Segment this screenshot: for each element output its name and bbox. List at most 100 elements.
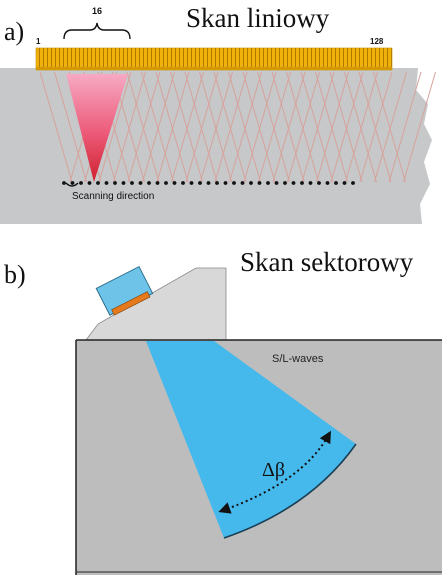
active-beam xyxy=(66,74,128,182)
focal-point xyxy=(104,181,109,185)
focal-point xyxy=(121,181,126,185)
ray-line xyxy=(242,71,276,183)
ray-line xyxy=(156,71,190,183)
focal-point xyxy=(113,181,117,185)
focal-point xyxy=(189,181,194,185)
ray-line xyxy=(300,71,334,183)
ray-line xyxy=(359,71,393,183)
focal-point xyxy=(283,181,287,185)
ray-line xyxy=(155,71,189,183)
ray-line xyxy=(200,71,233,183)
focal-point xyxy=(70,181,75,185)
ray-line xyxy=(199,71,232,183)
focal-point xyxy=(300,181,304,185)
ray-line xyxy=(344,71,377,183)
ray-line xyxy=(228,71,261,183)
focal-point xyxy=(96,181,100,185)
focal-point xyxy=(79,181,83,185)
ray-line xyxy=(258,71,291,183)
ray-line xyxy=(286,71,319,183)
ray-line xyxy=(113,71,146,183)
ray-line xyxy=(345,71,378,183)
focal-point xyxy=(62,181,66,185)
focal-point xyxy=(138,181,143,185)
focal-point xyxy=(87,181,92,185)
aperture-brace xyxy=(63,22,131,40)
ray-line xyxy=(54,71,87,183)
focal-point xyxy=(206,181,211,185)
ray-line xyxy=(184,71,218,183)
panel-b-title: Skan sektorowy xyxy=(240,247,414,277)
focal-point xyxy=(223,181,228,185)
ray-line xyxy=(142,71,175,183)
ray-line xyxy=(287,71,320,183)
ray-line xyxy=(126,71,160,183)
ray-line xyxy=(373,71,406,183)
ray-line xyxy=(39,71,73,183)
sector-probe xyxy=(95,265,154,316)
ray-line xyxy=(330,71,364,183)
panel-a-title: Skan liniowy xyxy=(186,3,330,33)
ray-line xyxy=(272,71,306,183)
angle-range-label: Δβ xyxy=(262,459,285,481)
array-base xyxy=(36,67,392,70)
element-first-label: 1 xyxy=(36,37,41,46)
ray-line xyxy=(358,71,392,183)
ray-line xyxy=(316,71,349,183)
ray-line xyxy=(127,71,161,183)
ray-line xyxy=(301,71,335,183)
ray-line xyxy=(98,71,132,183)
panel-b: b) Skan sektorowy S/L-waves Δβ xyxy=(4,247,442,575)
focal-point xyxy=(155,181,160,185)
linear-array-transducer xyxy=(35,47,393,71)
focal-point xyxy=(232,181,236,185)
ray-line xyxy=(329,71,363,183)
ray-line xyxy=(229,71,262,183)
ray-line xyxy=(271,71,305,183)
focal-point xyxy=(351,181,355,185)
aperture-count-label: 16 xyxy=(92,6,102,16)
wave-type-label: S/L-waves xyxy=(272,353,324,365)
focal-point xyxy=(198,181,202,185)
scan-direction-label: Scanning direction xyxy=(72,191,154,202)
focal-points-row xyxy=(62,181,355,185)
focal-point xyxy=(334,181,338,185)
ray-line xyxy=(374,71,407,183)
ray-line xyxy=(257,71,290,183)
focal-point xyxy=(308,181,313,185)
ray-line xyxy=(170,71,203,183)
focal-point xyxy=(266,181,270,185)
ray-line xyxy=(315,71,348,183)
ray-line xyxy=(171,71,204,183)
ray-line xyxy=(388,71,422,183)
ray-line xyxy=(141,71,174,183)
probe-elements xyxy=(111,291,151,316)
focal-point xyxy=(147,181,151,185)
focal-point xyxy=(342,181,347,185)
panel-a-label: a) xyxy=(4,17,24,46)
scan-direction-mark xyxy=(65,182,79,187)
panel-b-label: b) xyxy=(4,260,26,289)
ray-line xyxy=(243,71,277,183)
ray-lines xyxy=(39,71,436,183)
ray-line xyxy=(213,71,247,183)
ray-line xyxy=(403,71,436,183)
focal-point xyxy=(172,181,177,185)
focal-point xyxy=(257,181,262,185)
focal-point xyxy=(164,181,168,185)
focal-point xyxy=(274,181,279,185)
specimen-block xyxy=(0,68,432,224)
focal-point xyxy=(215,181,219,185)
focal-point xyxy=(317,181,321,185)
panel-a: a) Skan liniowy 16 1 128 Scanning direct… xyxy=(0,3,436,224)
focal-point xyxy=(240,181,245,185)
ray-line xyxy=(185,71,219,183)
focal-point xyxy=(291,181,296,185)
ray-line xyxy=(214,71,248,183)
focal-point xyxy=(325,181,330,185)
focal-point xyxy=(249,181,253,185)
focal-point xyxy=(130,181,134,185)
element-last-label: 128 xyxy=(370,37,384,46)
focal-point xyxy=(181,181,185,185)
